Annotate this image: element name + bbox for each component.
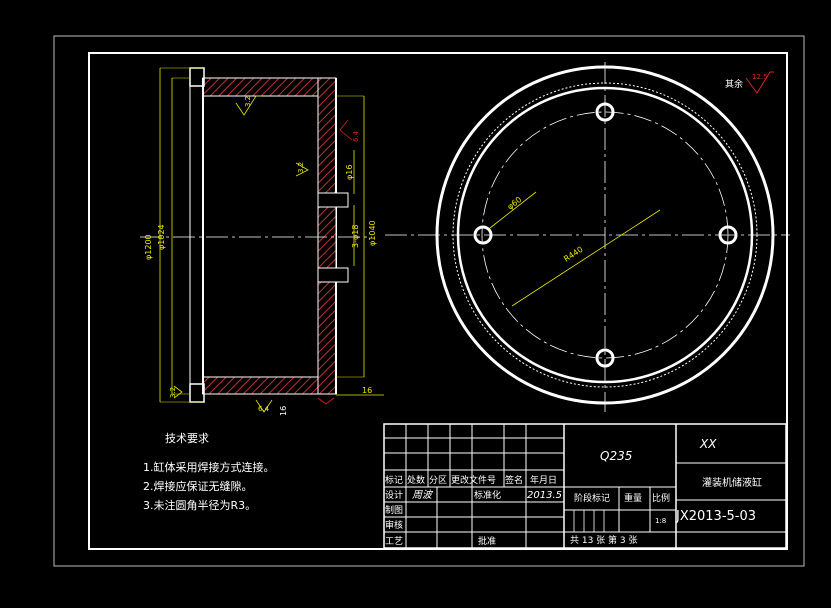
tb-row-design: 设计: [385, 489, 403, 501]
inner-frame: [88, 52, 788, 550]
note-3: 3.未注圆角半径为R3。: [143, 498, 256, 512]
tb-row-check: 审核: [385, 519, 403, 531]
tb-row-draw: 制图: [385, 504, 403, 516]
tb-material: Q235: [600, 449, 632, 463]
ra-6-4-b: 6.4: [258, 405, 270, 413]
dim-d16: φ16: [345, 165, 354, 180]
tb-scale: 1:8: [655, 517, 666, 525]
bolt-hole-left: [473, 225, 493, 245]
tb-approve: 批准: [478, 535, 496, 547]
note-2: 2.焊接应保证无缝隙。: [143, 479, 253, 493]
bottom-flange-section: [202, 376, 319, 395]
tb-drawing-no: JX2013-5-03: [675, 509, 756, 524]
plan-view: [385, 62, 790, 412]
flange-lip-bottom: [189, 383, 205, 403]
tb-company: XX: [699, 437, 717, 451]
tb-header-0: 标记: [385, 474, 403, 486]
roughness-symbol: [745, 71, 774, 94]
tb-designer: 周波: [412, 489, 434, 501]
ra-3-2-a: 3.2: [244, 96, 252, 107]
bolt-hole-bottom: [595, 348, 615, 368]
dim-16b: 16: [279, 406, 288, 416]
tb-sheet-info: 共 13 张 第 3 张: [570, 534, 637, 546]
section-view: [140, 67, 384, 413]
tb-header-1: 处数: [407, 474, 425, 486]
outer-frame: [53, 35, 805, 567]
ra-6-4-a: 6.4: [352, 130, 360, 142]
dim-16a: 16: [362, 386, 372, 395]
tb-header-3: 更改文件号: [451, 474, 496, 486]
dim-d1040: φ1040: [368, 220, 377, 246]
tb-date: 2013.5: [527, 490, 562, 501]
ra-3-2-b: 3.2: [297, 162, 305, 173]
bolt-hole-right: [718, 225, 738, 245]
flange-lip-top: [189, 67, 205, 87]
center-hole: [317, 206, 337, 269]
roughness-label: 其余: [725, 78, 743, 90]
top-flange-section: [202, 77, 319, 97]
tb-header-5: 年月日: [530, 474, 557, 486]
bolt-hole-top: [595, 102, 615, 122]
dim-d1200: φ1200: [144, 234, 153, 260]
dim-d1024: φ1024: [157, 224, 166, 250]
hole-notch-bottom: [317, 267, 349, 283]
notes-title: 技术要求: [165, 432, 209, 445]
hole-notch-top: [317, 192, 349, 208]
ra-3-2-c: 3.2: [169, 387, 177, 398]
title-block: [383, 423, 787, 549]
tb-stage-mark: 阶段标记: [574, 492, 610, 504]
tb-row-process: 工艺: [385, 536, 403, 547]
note-1: 1.缸体采用焊接方式连接。: [143, 460, 275, 474]
roughness-value: 12.5: [752, 73, 768, 81]
tb-standardize: 标准化: [474, 489, 501, 501]
tb-scale-label: 比例: [652, 492, 670, 504]
dim-holes: 3-φ18: [351, 225, 360, 248]
tb-part-name: 灌装机储液缸: [702, 476, 762, 489]
tb-weight: 重量: [624, 492, 642, 504]
tb-header-2: 分区: [429, 475, 447, 486]
tb-header-4: 签名: [505, 474, 523, 486]
